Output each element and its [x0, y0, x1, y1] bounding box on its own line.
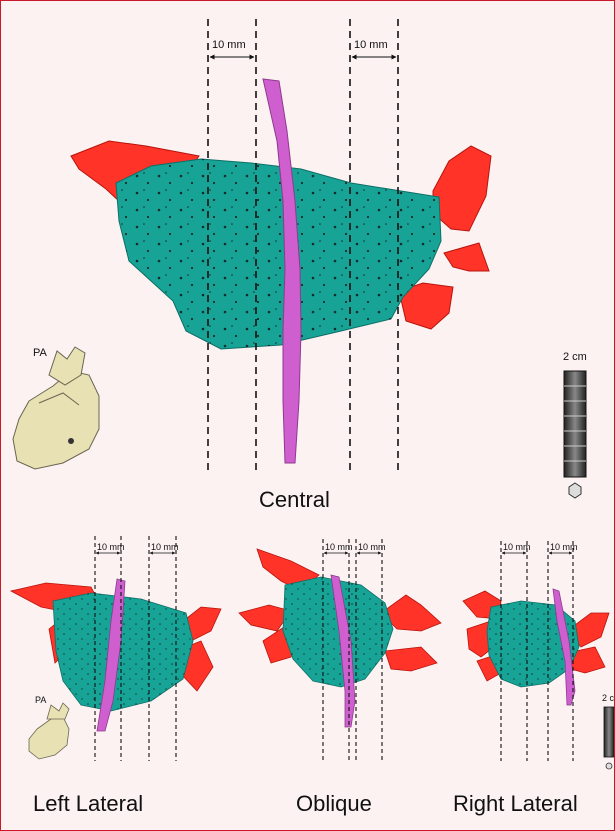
left-lateral-measure-label-right: 10 mm [151, 542, 179, 552]
oblique-measure-label-right: 10 mm [358, 542, 386, 552]
central-view [13, 19, 586, 498]
central-scale-bar-icon [564, 371, 586, 498]
caption-left-lateral: Left Lateral [33, 791, 143, 817]
caption-oblique: Oblique [296, 791, 372, 817]
left-lateral-orientation-label: PA [35, 695, 46, 705]
right-lateral-measure-label-right: 10 mm [550, 542, 578, 552]
central-vein-right-inferior [444, 243, 489, 271]
left-lateral-orientation-heart-icon [29, 703, 69, 759]
central-orientation-label: PA [33, 347, 47, 359]
left-lateral-measure-label-left: 10 mm [97, 542, 125, 552]
right-lateral-scale-bar-icon [604, 707, 614, 769]
oblique-measure-label-left: 10 mm [325, 542, 353, 552]
oblique-view [239, 539, 441, 763]
central-measure-label-right: 10 mm [354, 39, 388, 51]
caption-central: Central [259, 487, 330, 513]
right-lateral-measure-label-left: 10 mm [503, 542, 531, 552]
right-lateral-scale-label: 2 c [602, 693, 614, 703]
central-orientation-heart-icon [13, 347, 99, 469]
central-measure-label-left: 10 mm [212, 39, 246, 51]
central-scale-label: 2 cm [563, 351, 587, 363]
right-lateral-view [463, 541, 614, 769]
central-vein-right-superior [433, 146, 491, 231]
left-lateral-view [11, 536, 221, 761]
central-atrium-points [116, 159, 441, 349]
caption-right-lateral: Right Lateral [453, 791, 578, 817]
